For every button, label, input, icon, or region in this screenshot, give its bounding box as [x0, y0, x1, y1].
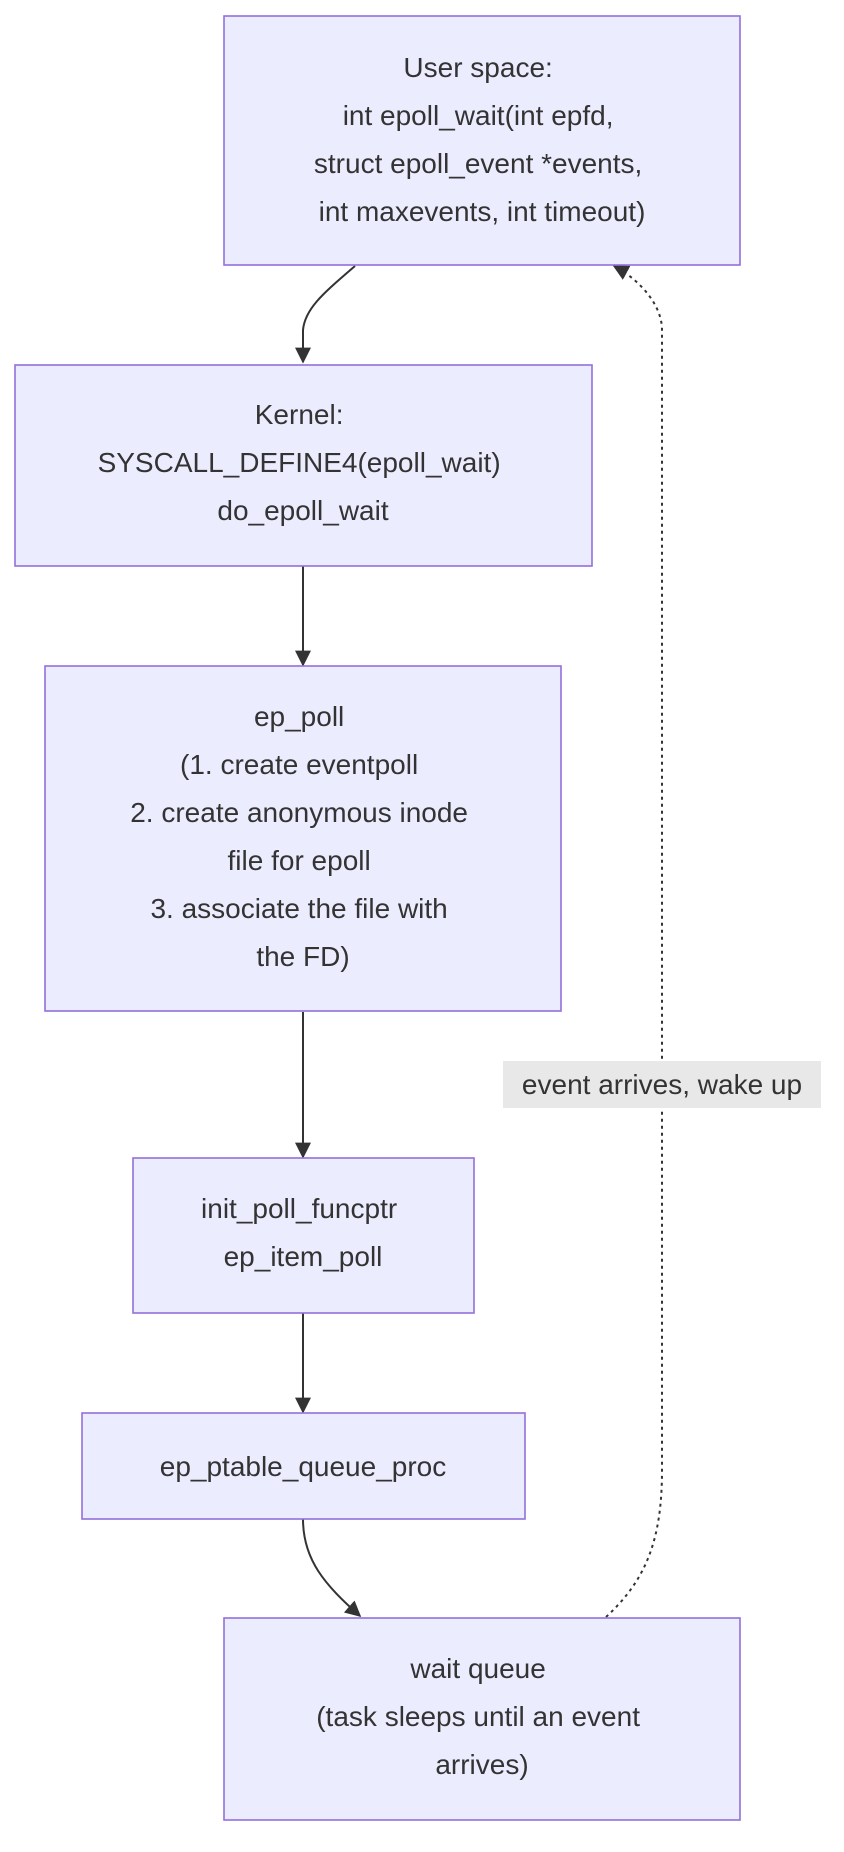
node-user-space-line: User space: — [403, 52, 552, 83]
svg-text:ep_poll (1. create event: ep_poll (1. create eventpoll 2. create a… — [130, 701, 476, 972]
edge-label-wake-up: event arrives, wake up — [522, 1069, 802, 1100]
node-kernel: Kernel: SYSCALL_DEFINE4(epoll_wait) do_e… — [14, 364, 593, 567]
node-wait-queue-line: (task sleeps until an event — [316, 1701, 640, 1732]
node-user-space-line: int maxevents, int timeout) — [319, 196, 646, 227]
node-ep-poll-line: ep_poll — [254, 701, 344, 732]
node-ep-poll-line: (1. create eventpoll — [180, 749, 418, 780]
node-wait-queue-line: wait queue — [409, 1653, 545, 1684]
node-ep-poll-line: 2. create anonymous inode — [130, 797, 468, 828]
node-ptable-queue: ep_ptable_queue_proc — [81, 1412, 526, 1520]
node-init-poll-line: init_poll_funcptr — [201, 1193, 397, 1224]
node-init-poll-line: ep_item_poll — [224, 1241, 383, 1272]
node-ep-poll: ep_poll (1. create eventpoll 2. create a… — [44, 665, 562, 1012]
svg-text:ep_ptable_queue_proc: ep_ptable_queue_proc — [160, 1451, 446, 1482]
node-ep-poll-line: 3. associate the file with — [150, 893, 447, 924]
svg-text:wait queue (task sleeps: wait queue (task sleeps until an event a… — [316, 1653, 648, 1780]
node-user-space: User space: int epoll_wait(int epfd, str… — [223, 15, 741, 266]
edge-label-background — [503, 1061, 821, 1108]
edge-user-to-kernel — [295, 265, 356, 364]
node-kernel-line: do_epoll_wait — [217, 495, 388, 526]
node-ptable-queue-line: ep_ptable_queue_proc — [160, 1451, 446, 1482]
edge-ptable-to-wait-queue — [302, 1518, 362, 1618]
svg-text:init_poll_funcptr ep_ite: init_poll_funcptr ep_item_poll — [201, 1193, 405, 1272]
node-ep-poll-line: the FD) — [256, 941, 349, 972]
edge-wait-queue-to-user — [605, 265, 663, 1618]
node-wait-queue: wait queue (task sleeps until an event a… — [223, 1617, 741, 1821]
node-ep-poll-line: file for epoll — [228, 845, 371, 876]
svg-text:Kernel: SYSCALL_DEFINE4(: Kernel: SYSCALL_DEFINE4(epoll_wait) do_e… — [98, 399, 509, 526]
svg-text:User space: int epoll_wa: User space: int epoll_wait(int epfd, str… — [314, 52, 650, 227]
node-user-space-line: int epoll_wait(int epfd, — [343, 100, 614, 131]
node-kernel-line: SYSCALL_DEFINE4(epoll_wait) — [98, 447, 501, 478]
node-kernel-line: Kernel: — [255, 399, 344, 430]
node-user-space-line: struct epoll_event *events, — [314, 148, 642, 179]
node-init-poll: init_poll_funcptr ep_item_poll — [132, 1157, 475, 1314]
node-wait-queue-line: arrives) — [435, 1749, 528, 1780]
